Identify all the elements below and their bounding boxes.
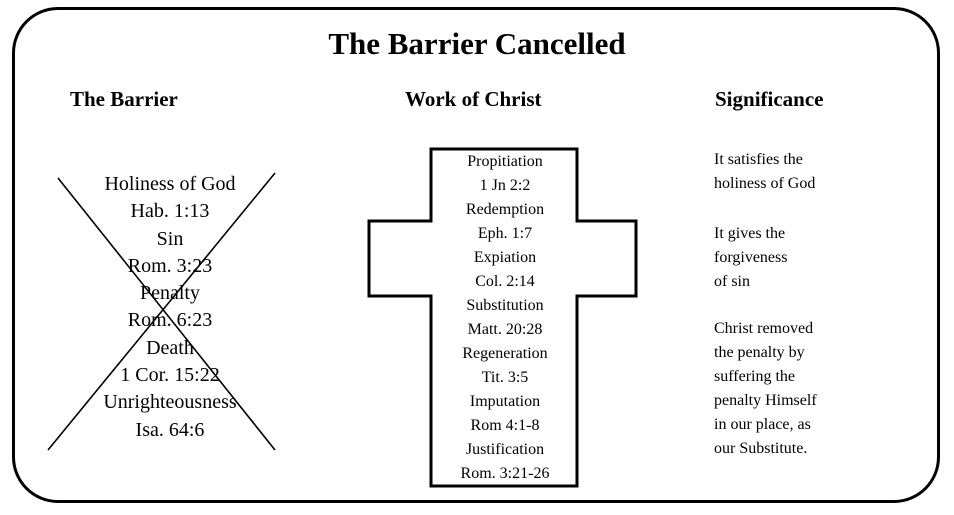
significance-line: in our place, as [714,416,811,433]
work-item: Substitution [466,297,544,314]
significance-line: suffering the [714,368,796,385]
rounded-frame [12,7,940,503]
work-item: 1 Jn 2:2 [479,177,531,194]
work-item: Propitiation [467,153,543,170]
work-item: Rom. 3:21-26 [460,465,550,482]
work-of-christ-heading: Work of Christ [405,87,542,111]
significance-line: the penalty by [714,344,805,361]
work-item: Regeneration [462,345,548,362]
significance-line: of sin [714,273,750,290]
work-of-christ-list: Propitiation 1 Jn 2:2 Redemption Eph. 1:… [435,150,575,486]
work-item: Justification [465,441,545,458]
work-item: Tit. 3:5 [481,369,529,386]
significance-heading: Significance [715,87,824,111]
significance-note: It satisfies the holiness of God [714,148,815,196]
significance-line: It gives the [714,225,786,242]
significance-line: Christ removed [714,320,814,337]
work-item: Expiation [473,249,537,266]
work-item: Eph. 1:7 [477,225,533,242]
significance-note: It gives the forgiveness of sin [714,222,787,294]
significance-line: holiness of God [714,175,816,192]
significance-note: Christ removed the penalty by suffering … [714,317,817,461]
work-item: Imputation [469,393,541,410]
significance-line: It satisfies the [714,151,803,168]
work-item: Col. 2:14 [475,273,535,290]
page-title: The Barrier Cancelled [328,26,626,61]
significance-line: penalty Himself [714,392,817,409]
significance-line: our Substitute. [714,440,808,457]
work-item: Matt. 20:28 [467,321,543,338]
barrier-heading: The Barrier [70,87,178,111]
work-item: Rom 4:1-8 [470,417,540,434]
significance-line: forgiveness [714,249,788,266]
work-item: Redemption [465,201,545,218]
